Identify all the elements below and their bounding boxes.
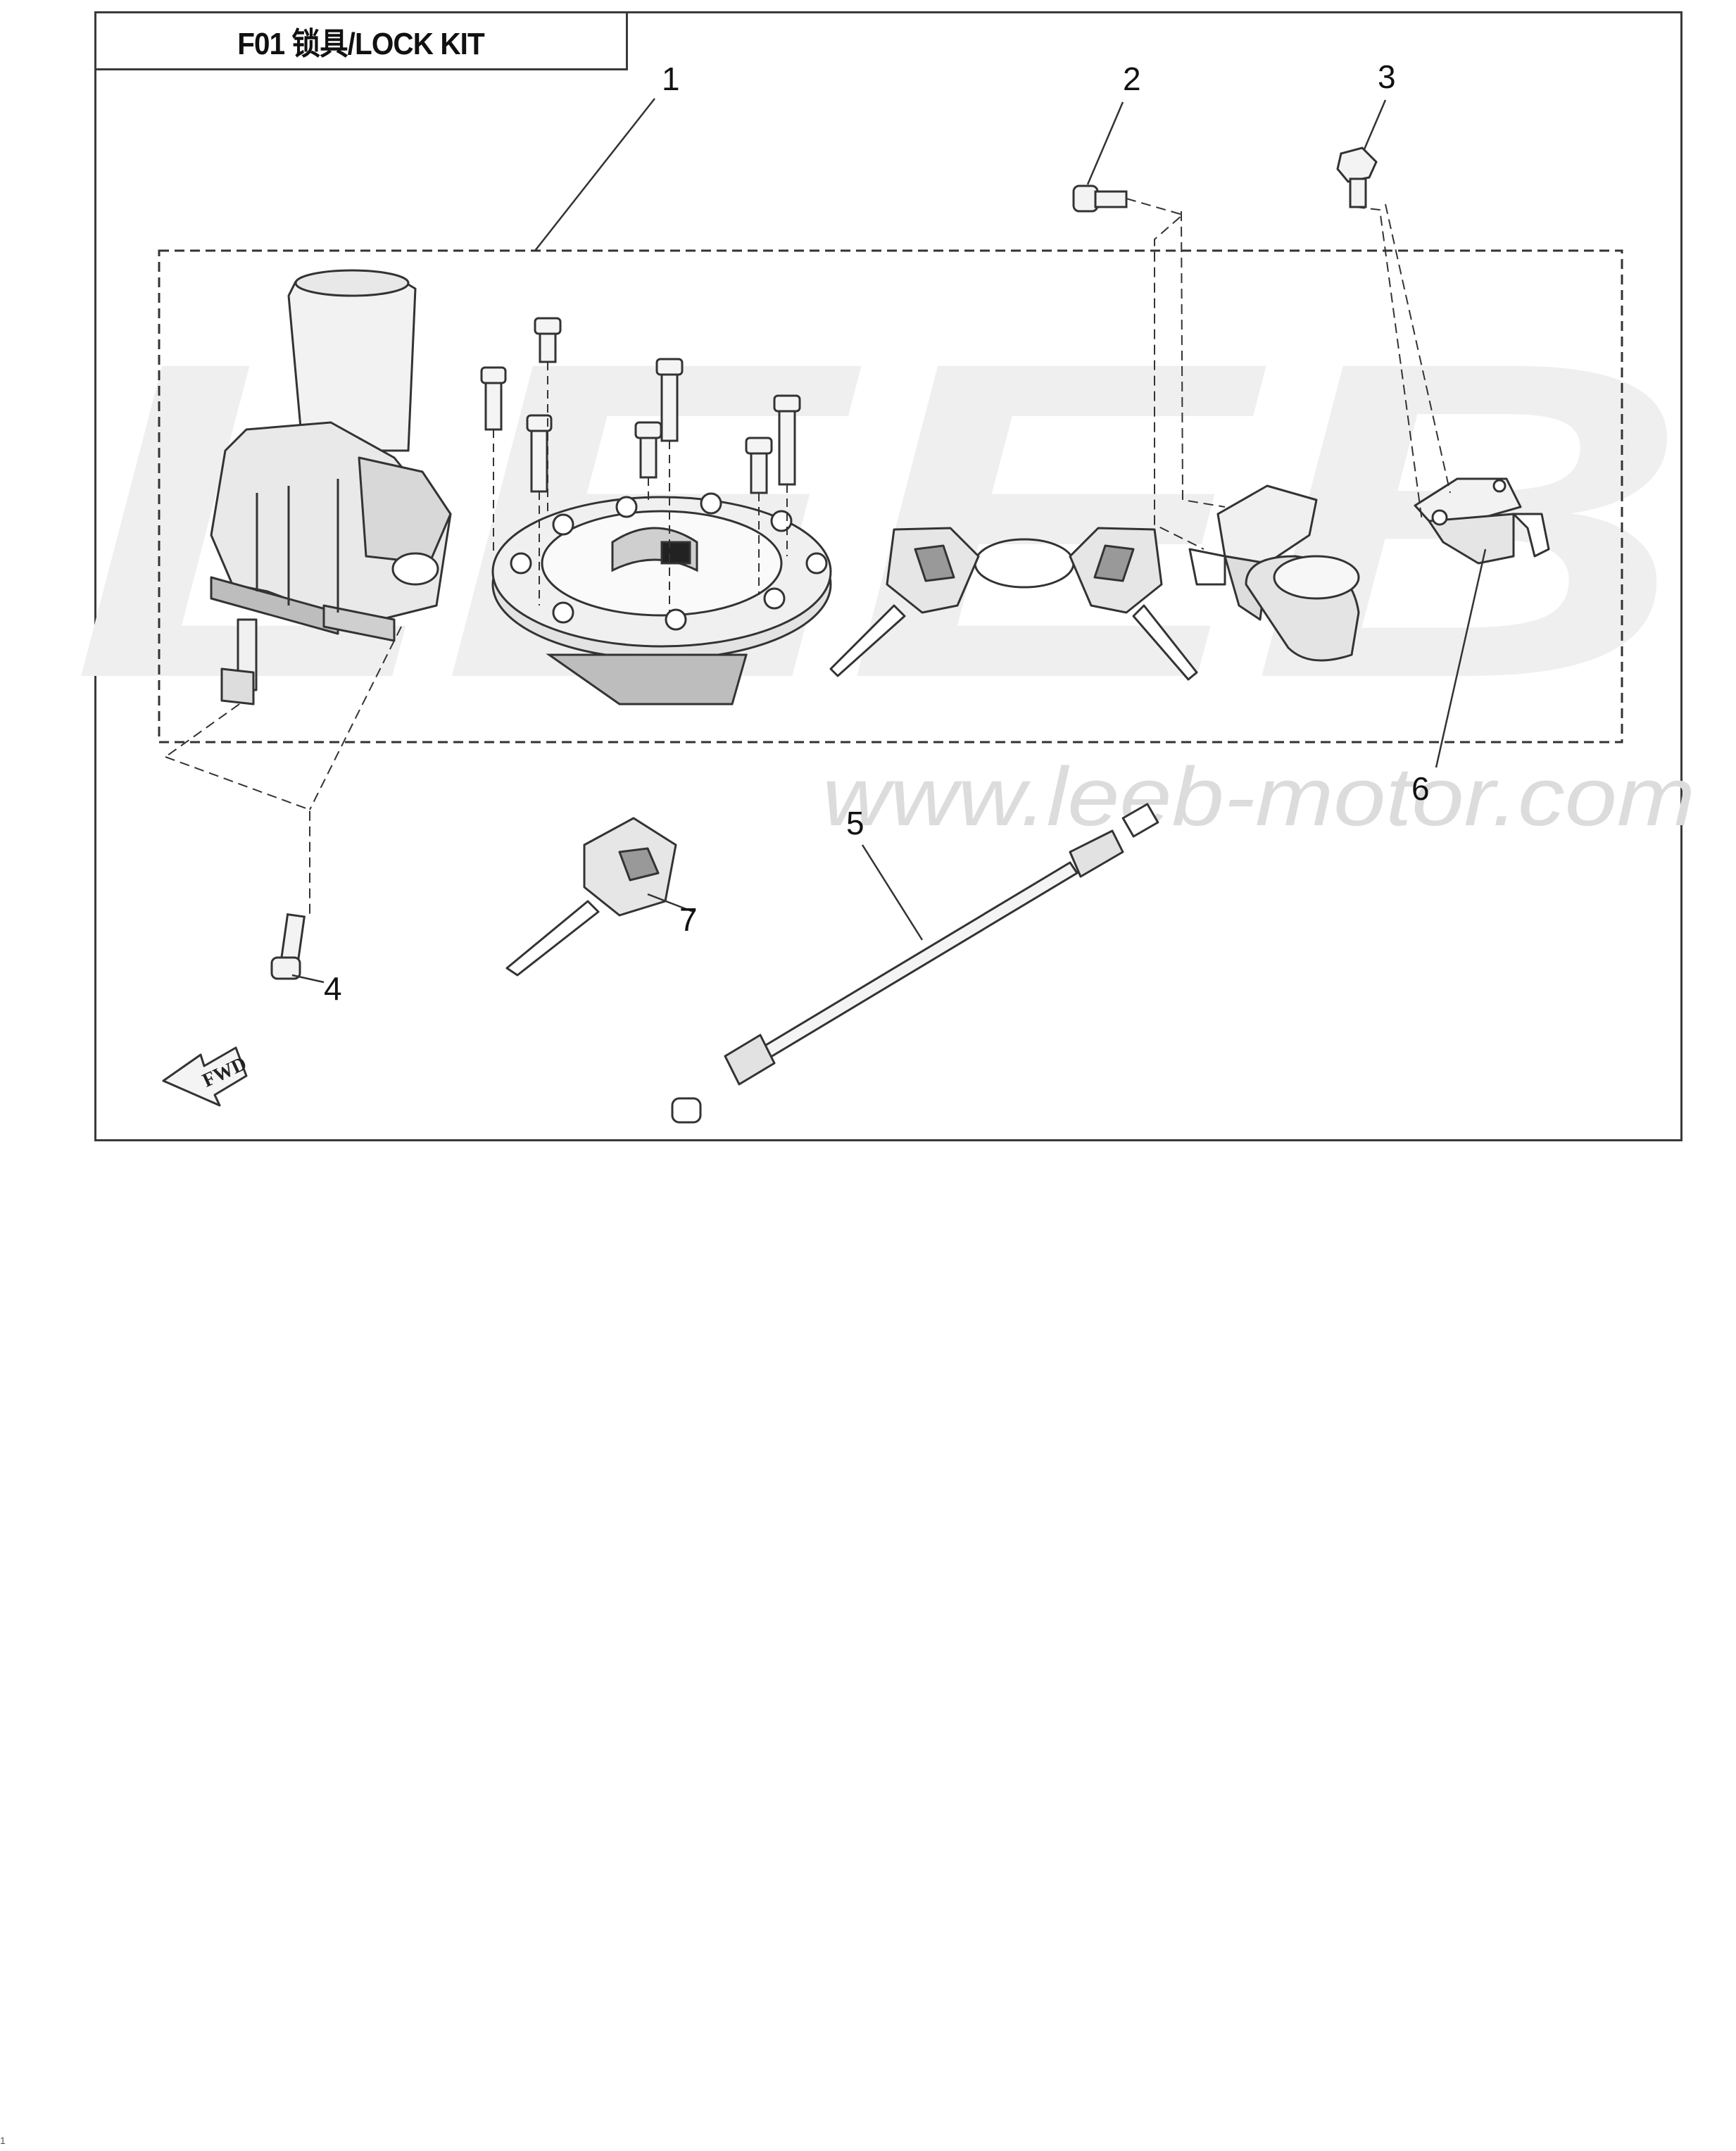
page-number: 1 — [0, 2135, 6, 2146]
assembly-guide-lines — [165, 198, 1451, 915]
fwd-arrow-icon: FWD — [162, 1046, 250, 1107]
callout-6: 6 — [1411, 770, 1430, 807]
diagram-title: F01 锁具/LOCK KIT — [237, 27, 485, 61]
watermark-url: www.leeb-motor.com — [822, 751, 1695, 844]
callout-5: 5 — [846, 805, 864, 841]
title-box: F01 锁具/LOCK KIT — [94, 11, 628, 70]
cable-part-5 — [671, 803, 1159, 1124]
callout-3: 3 — [1378, 58, 1396, 95]
fuel-cap-bolts — [480, 317, 801, 494]
lock-bracket-part — [1414, 477, 1550, 565]
callout-2: 2 — [1123, 61, 1141, 97]
key-part-7 — [505, 817, 677, 977]
callout-labels: 1 2 3 4 5 6 7 — [324, 58, 1430, 1007]
callout-4: 4 — [324, 970, 342, 1007]
kit-boundary — [158, 249, 1623, 744]
screw-part-2 — [1072, 184, 1128, 213]
fuel-cap-part — [491, 492, 832, 705]
ignition-switch-part — [210, 269, 452, 705]
callout-7: 7 — [679, 901, 698, 938]
key-pair-part — [829, 527, 1198, 681]
bolt-part-4 — [270, 913, 306, 980]
bolt-part-3 — [1336, 146, 1378, 208]
exploded-parts-diagram: LEEB www.leeb-motor.com — [70, 58, 1695, 1124]
callout-leader-lines — [291, 98, 1487, 984]
fuel-cap-guide-lines — [493, 362, 788, 613]
callout-1: 1 — [662, 61, 680, 97]
seat-lock-part — [1188, 484, 1360, 662]
